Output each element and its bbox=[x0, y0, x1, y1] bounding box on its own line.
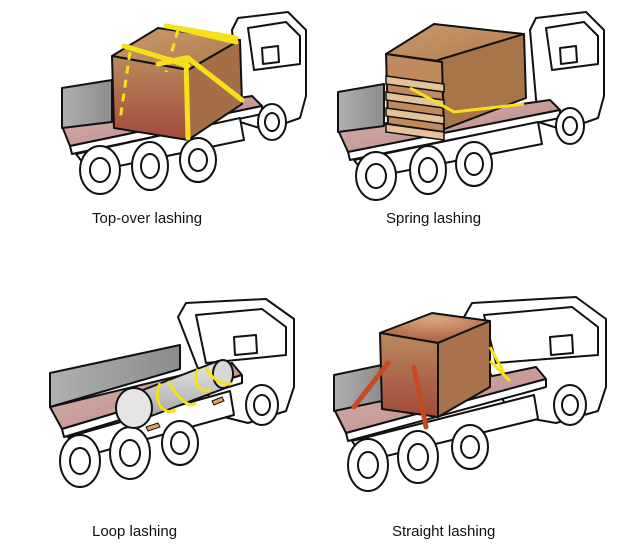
cargo-box bbox=[379, 312, 491, 418]
panel-spring-lashing: Spring lashing bbox=[314, 0, 628, 277]
chock-blocks bbox=[145, 396, 225, 432]
yellow-strap bbox=[488, 346, 512, 383]
wood-planks bbox=[385, 75, 445, 141]
panel-straight-lashing: Straight lashing bbox=[314, 277, 628, 554]
red-strap bbox=[351, 360, 429, 430]
truck-illustration-loop bbox=[49, 298, 295, 488]
truck-illustration-spring bbox=[337, 11, 605, 201]
yellow-strap-hidden bbox=[118, 29, 180, 121]
yellow-strap bbox=[155, 366, 233, 414]
truck-illustration-top-over bbox=[61, 11, 307, 195]
caption-loop-lashing: Loop lashing bbox=[92, 523, 178, 540]
cargo-box bbox=[111, 27, 243, 141]
truck-illustration-straight bbox=[333, 296, 607, 492]
panel-loop-lashing: Loop lashing bbox=[0, 277, 314, 554]
panel-top-over-lashing: Top-over lashing bbox=[0, 0, 314, 277]
caption-spring-lashing: Spring lashing bbox=[386, 210, 482, 227]
caption-straight-lashing: Straight lashing bbox=[392, 523, 496, 540]
caption-top-over-lashing: Top-over lashing bbox=[92, 210, 203, 227]
yellow-strap bbox=[409, 86, 525, 114]
